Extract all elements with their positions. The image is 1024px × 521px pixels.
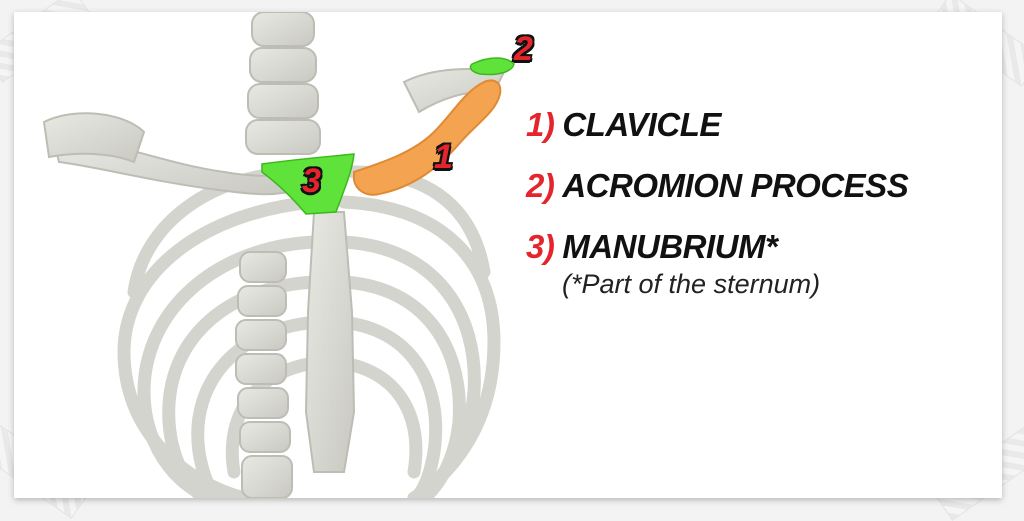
clavicle-highlight <box>353 79 502 196</box>
legend-item-manubrium: 3)MANUBRIUM* <box>526 230 986 263</box>
manubrium-highlight <box>261 153 355 215</box>
right-shoulder <box>42 112 146 164</box>
spine <box>235 12 321 498</box>
diagram-card: 2 1 3 1)CLAVICLE 2)ACROMION PROCESS 3)MA… <box>14 12 1002 498</box>
legend-number: 1) <box>526 106 555 143</box>
acromion-highlight <box>469 57 515 76</box>
legend-label: CLAVICLE <box>562 106 721 143</box>
marker-clavicle: 1 <box>434 138 453 176</box>
sternum <box>304 211 356 473</box>
skeleton-illustration <box>42 12 515 498</box>
legend-label: ACROMION PROCESS <box>562 167 909 204</box>
legend: 1)CLAVICLE 2)ACROMION PROCESS 3)MANUBRIU… <box>526 108 986 300</box>
marker-acromion: 2 <box>514 30 533 68</box>
legend-item-clavicle: 1)CLAVICLE <box>526 108 986 141</box>
legend-number: 2) <box>526 167 555 204</box>
marker-manubrium: 3 <box>302 162 321 200</box>
legend-item-acromion: 2)ACROMION PROCESS <box>526 169 986 202</box>
legend-note: (*Part of the sternum) <box>562 269 821 299</box>
legend-label: MANUBRIUM* <box>562 228 778 265</box>
legend-number: 3) <box>526 228 555 265</box>
